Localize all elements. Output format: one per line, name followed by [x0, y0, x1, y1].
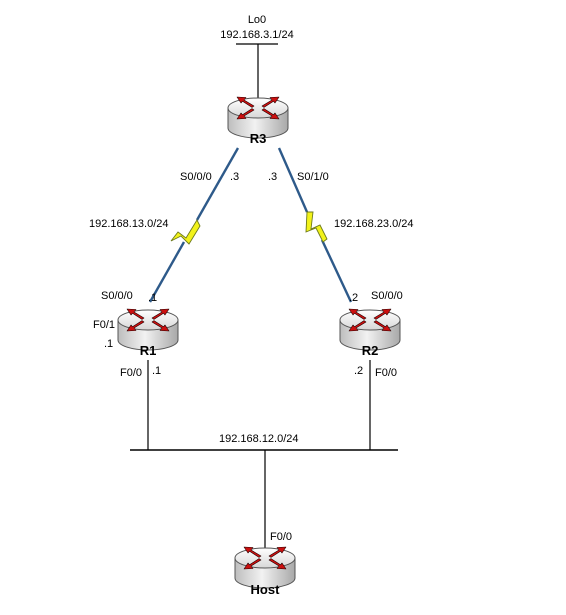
serial-link-r2-r3	[277, 147, 353, 303]
r1-serial-host: .1	[148, 292, 157, 304]
router-label-r3: R3	[250, 131, 267, 146]
r1-lan-host: .1	[152, 365, 161, 377]
serial-link-r1-r3	[148, 147, 240, 303]
r1-f01-interface: F0/1	[93, 319, 115, 331]
network-r2-r3: 192.168.23.0/24	[334, 218, 414, 230]
r2-lan-host: .2	[354, 365, 363, 377]
network-r1-r3: 192.168.13.0/24	[89, 218, 169, 230]
loopback-name: Lo0	[248, 14, 266, 26]
serial-lightning-icon	[305, 211, 328, 243]
r2-serial-interface: S0/0/0	[371, 290, 403, 302]
router-label-r2: R2	[362, 343, 379, 358]
host-interface: F0/0	[270, 531, 292, 543]
r3-left-interface: S0/0/0	[180, 171, 212, 183]
r1-serial-interface: S0/0/0	[101, 290, 133, 302]
r3-right-host: .3	[268, 171, 277, 183]
r1-f01-host: .1	[104, 338, 113, 350]
router-label-host: Host	[251, 582, 281, 597]
r2-serial-host: .2	[349, 292, 358, 304]
serial-lightning-icon	[170, 219, 201, 245]
r3-left-host: .3	[230, 171, 239, 183]
r3-right-interface: S0/1/0	[297, 171, 329, 183]
r2-lan-interface: F0/0	[375, 367, 397, 379]
loopback-network: 192.168.3.1/24	[220, 29, 293, 41]
r1-lan-interface: F0/0	[120, 367, 142, 379]
router-label-r1: R1	[140, 343, 157, 358]
network-lan: 192.168.12.0/24	[219, 433, 299, 445]
